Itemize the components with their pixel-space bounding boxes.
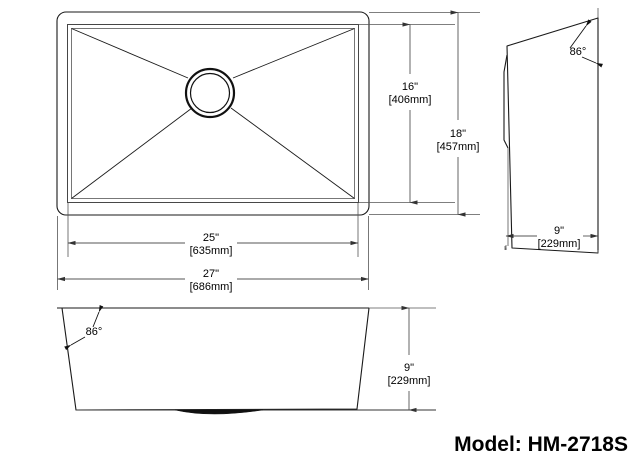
top-view-slope-lines	[71, 28, 355, 199]
dim-bowl-height-mm: [229mm]	[388, 375, 431, 387]
front-view-bowl-profile	[61, 307, 370, 411]
drain-opening	[184, 67, 236, 119]
top-view-outer-rim	[56, 11, 370, 216]
dim-outer-depth-inches: 18"	[450, 128, 466, 140]
dim-side-depth-inches: 9"	[554, 225, 564, 237]
front-view-angle-label: 86°	[86, 326, 103, 338]
drain-outer-ring	[184, 67, 236, 119]
dim-bowl-height-inches: 9"	[404, 362, 414, 374]
top-view-basin-edge-inner	[71, 28, 355, 199]
dim-outer-width-mm: [686mm]	[190, 281, 233, 293]
dim-inner-depth-inches: 16"	[402, 81, 418, 93]
model-label: Model: HM-2718S	[454, 433, 628, 456]
dim-side-depth-mm: [229mm]	[538, 238, 581, 250]
drain-inner-ring	[189, 72, 231, 114]
front-view-angle-callout: 86°	[64, 304, 104, 351]
side-view: 86° 9" [229mm]	[503, 8, 603, 254]
dim-outer-width-inches: 27"	[203, 268, 219, 280]
dim-inner-width-inches: 25"	[203, 232, 219, 244]
leader-line-front-angle-lower	[64, 336, 86, 351]
leader-line-front-angle-upper	[92, 304, 104, 328]
top-view-horizontal-dimensions: 25" [635mm] 27" [686mm]	[57, 203, 369, 293]
top-view	[56, 11, 370, 216]
dim-outer-depth-mm: [457mm]	[437, 141, 480, 153]
leader-line-angle-lower	[581, 56, 603, 68]
side-view-angle-label: 86°	[570, 46, 587, 58]
front-elevation-view: 86° 9" [229mm]	[57, 304, 436, 415]
side-view-wall-thickness	[503, 54, 509, 149]
top-view-vertical-dimensions: 16" [406mm] 18" [457mm]	[358, 10, 480, 217]
leader-line-angle-upper	[569, 19, 592, 49]
front-view-drain-bump	[174, 409, 264, 415]
top-view-basin-edge-outer	[67, 24, 359, 203]
dim-inner-width-mm: [635mm]	[190, 245, 233, 257]
side-view-angle-callout: 86°	[569, 19, 603, 68]
dim-inner-depth-mm: [406mm]	[389, 94, 432, 106]
